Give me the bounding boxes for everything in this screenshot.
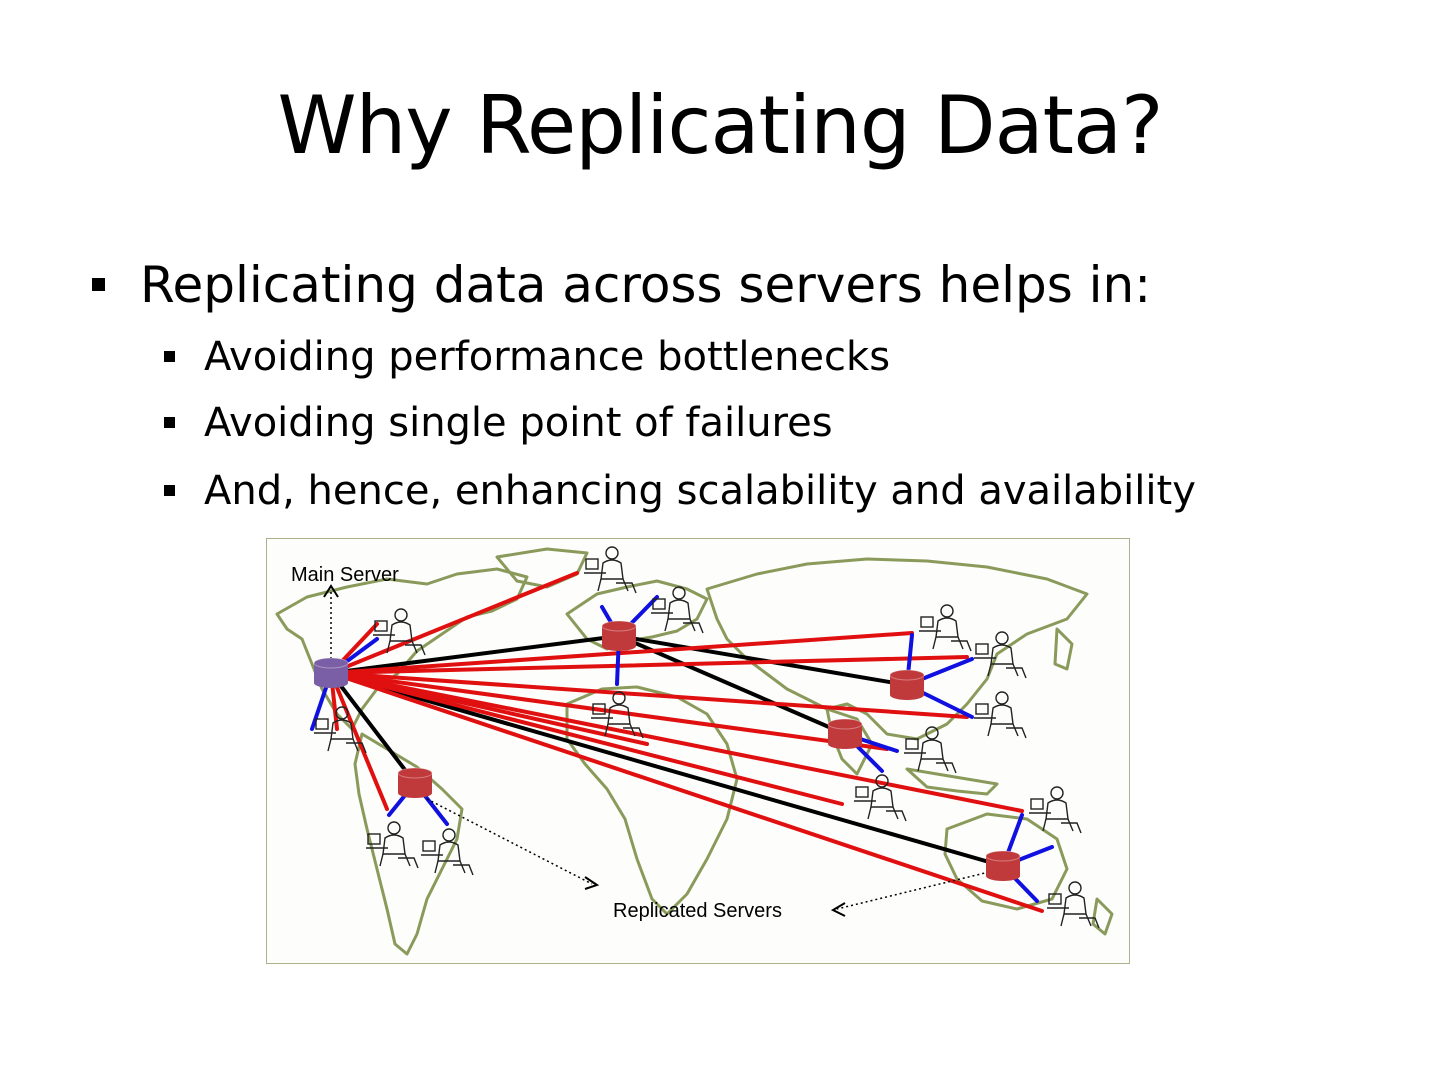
bullet-text: And, hence, enhancing scalability and av… bbox=[204, 468, 1196, 514]
arrowhead-icon bbox=[584, 876, 600, 890]
continent-australia bbox=[943, 812, 1069, 911]
sub-bullet-item: Avoiding single point of failures bbox=[164, 400, 833, 446]
islands-indonesia bbox=[905, 767, 999, 796]
main-server-icon bbox=[313, 657, 349, 688]
server-link bbox=[329, 634, 621, 675]
user-at-computer-icon bbox=[919, 604, 972, 652]
user-at-computer-icon bbox=[854, 774, 907, 822]
island-greenland bbox=[495, 547, 589, 589]
replica-server-icon bbox=[889, 669, 925, 700]
sub-bullet-item: And, hence, enhancing scalability and av… bbox=[164, 468, 1196, 514]
client-link bbox=[329, 671, 1044, 913]
replica-pointer bbox=[836, 871, 990, 910]
bullet-square-icon bbox=[164, 417, 175, 428]
arrowhead-icon bbox=[323, 584, 339, 598]
bullet-text: Avoiding single point of failures bbox=[204, 400, 833, 446]
user-at-computer-icon bbox=[421, 828, 474, 876]
user-at-computer-icon bbox=[584, 546, 637, 594]
slide-title: Why Replicating Data? bbox=[277, 79, 1163, 172]
sub-bullet-item: Avoiding performance bottlenecks bbox=[164, 334, 891, 380]
bullet-text: Avoiding performance bottlenecks bbox=[204, 334, 891, 380]
server-link bbox=[329, 671, 417, 785]
servers bbox=[313, 620, 1021, 881]
replica-server-icon bbox=[601, 620, 637, 651]
world-map bbox=[275, 547, 1114, 956]
server-link bbox=[329, 671, 1005, 868]
client-link bbox=[329, 571, 579, 675]
client-link bbox=[329, 671, 969, 719]
bullet-square-icon bbox=[92, 278, 105, 291]
user-at-computer-icon bbox=[366, 821, 419, 869]
bullet-text: Replicating data across servers helps in… bbox=[140, 256, 1152, 314]
client-links bbox=[329, 571, 1044, 913]
annotation-arrows bbox=[323, 584, 990, 917]
client-link bbox=[329, 631, 914, 675]
continent-south-america bbox=[353, 732, 464, 956]
bullet-item: Replicating data across servers helps in… bbox=[92, 256, 1152, 314]
replica-server-icon bbox=[827, 718, 863, 749]
user-at-computer-icon bbox=[373, 608, 426, 656]
island-japan bbox=[1053, 627, 1074, 671]
continent-asia bbox=[705, 557, 1089, 741]
replica-server-icon bbox=[397, 767, 433, 798]
replication-diagram: Main Server Replicated Servers bbox=[266, 538, 1130, 964]
client-link bbox=[329, 671, 389, 811]
replica-pointer bbox=[426, 798, 593, 885]
replica-server-icon bbox=[985, 850, 1021, 881]
user-at-computer-icon bbox=[1029, 786, 1082, 834]
bullet-square-icon bbox=[164, 485, 175, 496]
user-at-computer-icon bbox=[974, 631, 1027, 679]
client-link bbox=[329, 671, 844, 806]
island-new-zealand bbox=[1091, 897, 1114, 936]
diagram-canvas bbox=[275, 546, 1114, 956]
user-at-computer-icon bbox=[1047, 881, 1100, 929]
arrowhead-icon bbox=[830, 902, 846, 917]
main-server-label: Main Server bbox=[291, 564, 399, 586]
client-link bbox=[329, 655, 969, 675]
user-at-computer-icon bbox=[314, 706, 367, 754]
user-at-computer-icon bbox=[591, 691, 644, 739]
clients bbox=[314, 546, 1100, 929]
client-link bbox=[329, 671, 1024, 813]
replicated-servers-label: Replicated Servers bbox=[613, 900, 782, 922]
bullet-square-icon bbox=[164, 351, 175, 362]
user-at-computer-icon bbox=[904, 726, 957, 774]
user-at-computer-icon bbox=[974, 691, 1027, 739]
user-at-computer-icon bbox=[651, 586, 704, 634]
